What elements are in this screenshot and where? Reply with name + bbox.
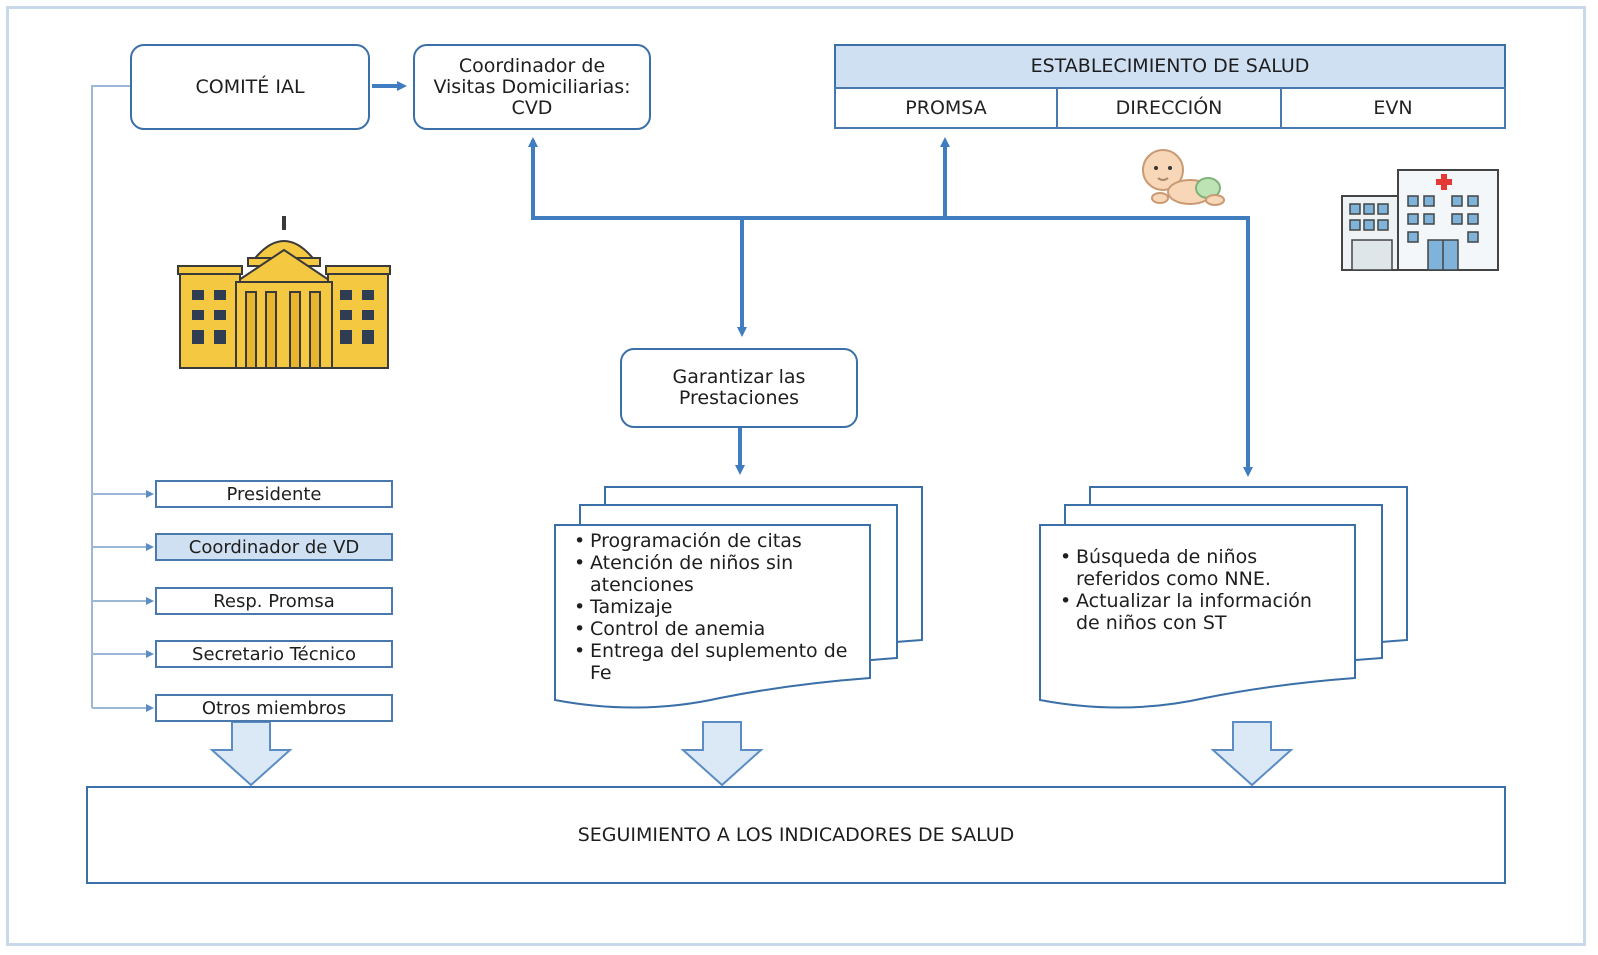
connector-cvd [531,140,945,220]
baby-icon [1142,149,1225,206]
garantizar-box: Garantizar las Prestaciones [620,348,858,428]
members-bracket [91,85,130,708]
establecimiento-title: ESTABLECIMIENTO DE SALUD [1030,55,1310,77]
list-item: Tamizaje [574,596,866,618]
block-arrow-right [1210,721,1294,787]
list-item: Programación de citas [574,530,866,552]
member-coordinador-vd: Coordinador de VD [155,533,393,561]
arrow-to-busqueda [945,216,1253,477]
member-secretario-tecnico: Secretario Técnico [155,640,393,668]
comite-label: COMITÉ IAL [195,75,305,98]
hospital-icon [1341,169,1499,271]
cell-evn: EVN [1280,87,1506,129]
prestaciones-list: Programación de citas Atención de niños … [574,530,866,684]
block-arrow-middle [680,721,764,787]
coordinador-label: Coordinador de Visitas Domiciliarias: CV… [433,54,631,119]
garantizar-label: Garantizar las Prestaciones [672,366,806,409]
busqueda-list: Búsqueda de niños referidos como NNE. Ac… [1060,546,1340,634]
seguimiento-box: SEGUIMIENTO A LOS INDICADORES DE SALUD [86,786,1506,884]
diagram-frame [6,6,1586,946]
coordinador-box: Coordinador de Visitas Domiciliarias: CV… [413,44,651,130]
member-resp-promsa: Resp. Promsa [155,587,393,615]
list-item: Control de anemia [574,618,866,640]
list-item: Atención de niños sin atenciones [574,552,866,596]
government-building-icon [177,216,391,369]
list-item: Entrega del suplemento de Fe [574,640,866,684]
seguimiento-label: SEGUIMIENTO A LOS INDICADORES DE SALUD [577,823,1015,846]
establecimiento-header: ESTABLECIMIENTO DE SALUD [834,44,1506,89]
member-presidente: Presidente [155,480,393,508]
member-otros-miembros: Otros miembros [155,694,393,722]
comite-box: COMITÉ IAL [130,44,370,130]
list-item: Búsqueda de niños referidos como NNE. [1060,546,1340,590]
block-arrow-left [209,721,293,787]
cell-promsa: PROMSA [834,87,1058,129]
cell-direccion: DIRECCIÓN [1056,87,1282,129]
list-item: Actualizar la información de niños con S… [1060,590,1340,634]
